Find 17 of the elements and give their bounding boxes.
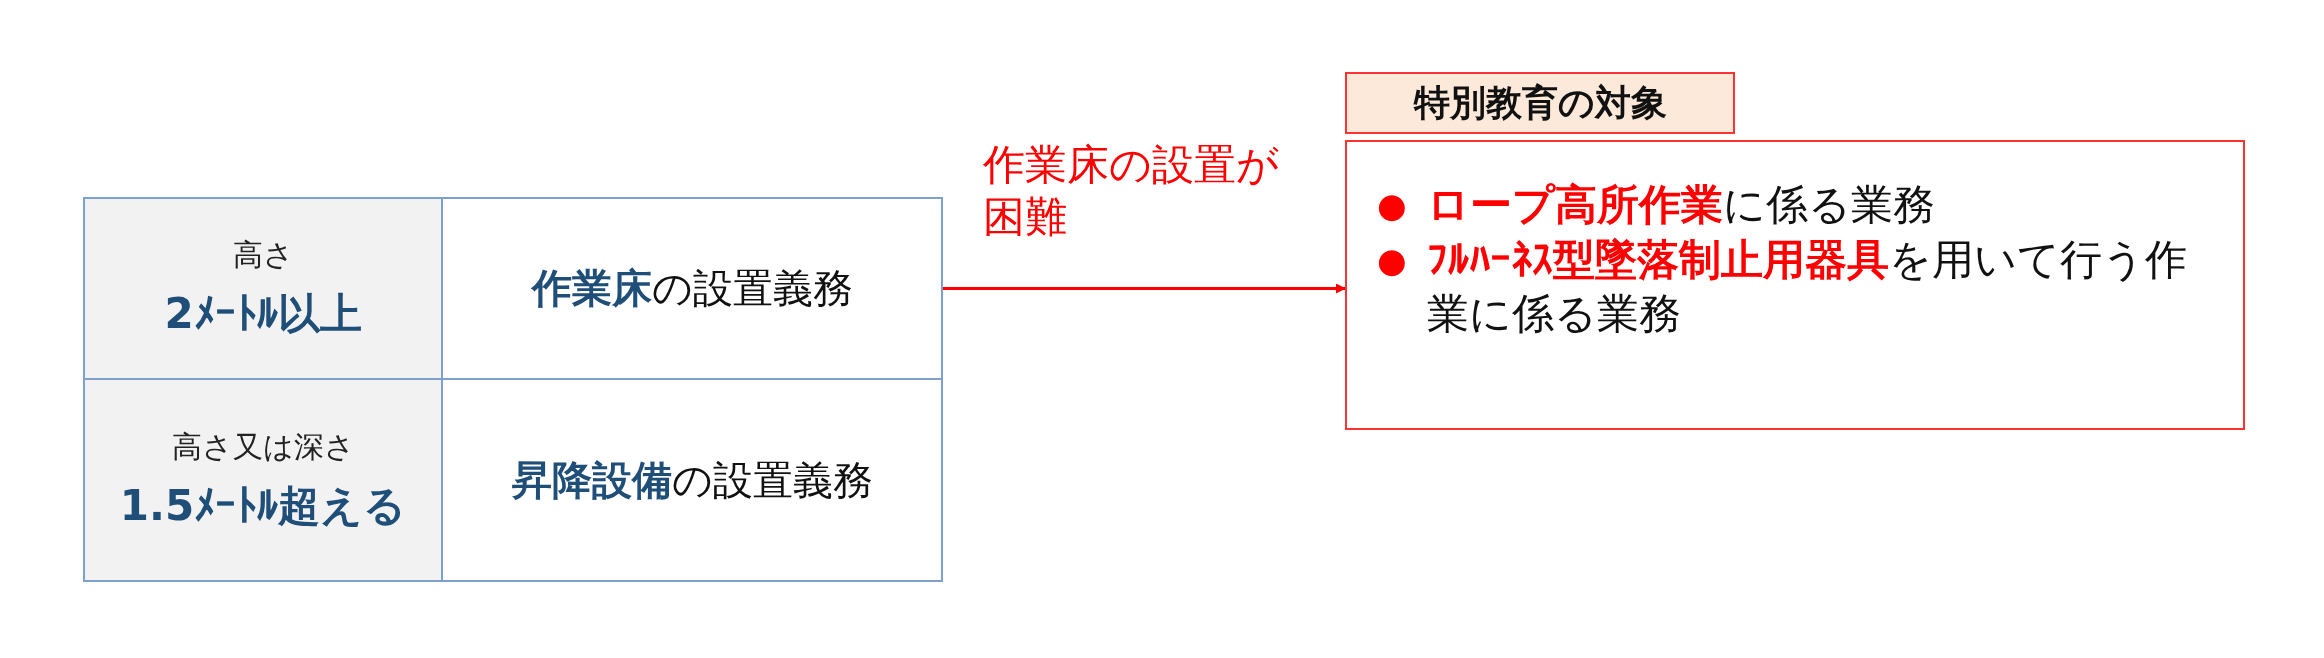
cell-text: 昇降設備の設置義務 [511,455,873,505]
cell-label: 高さ [232,236,294,274]
arrow [943,283,1346,294]
cell-value: 1.5ﾒｰﾄﾙ超える [119,479,407,532]
bullet: ● [1377,238,1408,282]
list-item: ﾌﾙﾊｰﾈｽ型墜落制止用器具を用いて行う作業に係る業務 [1427,233,2188,341]
table-cell [441,378,943,582]
text-box [1345,140,2245,430]
cell-value: 2ﾒｰﾄﾙ以上 [164,288,362,340]
cell-label: 高さ又は深さ [171,427,355,466]
table-cell [441,197,943,380]
list-item: ロープ高所作業に係る業務 [1427,179,1935,231]
heading-box: 特別教育の対象 [1345,72,1735,134]
bullet: ● [1377,184,1408,227]
table-cell [83,197,443,380]
table-cell [83,378,443,582]
cell-text: 作業床の設置義務 [531,264,853,313]
